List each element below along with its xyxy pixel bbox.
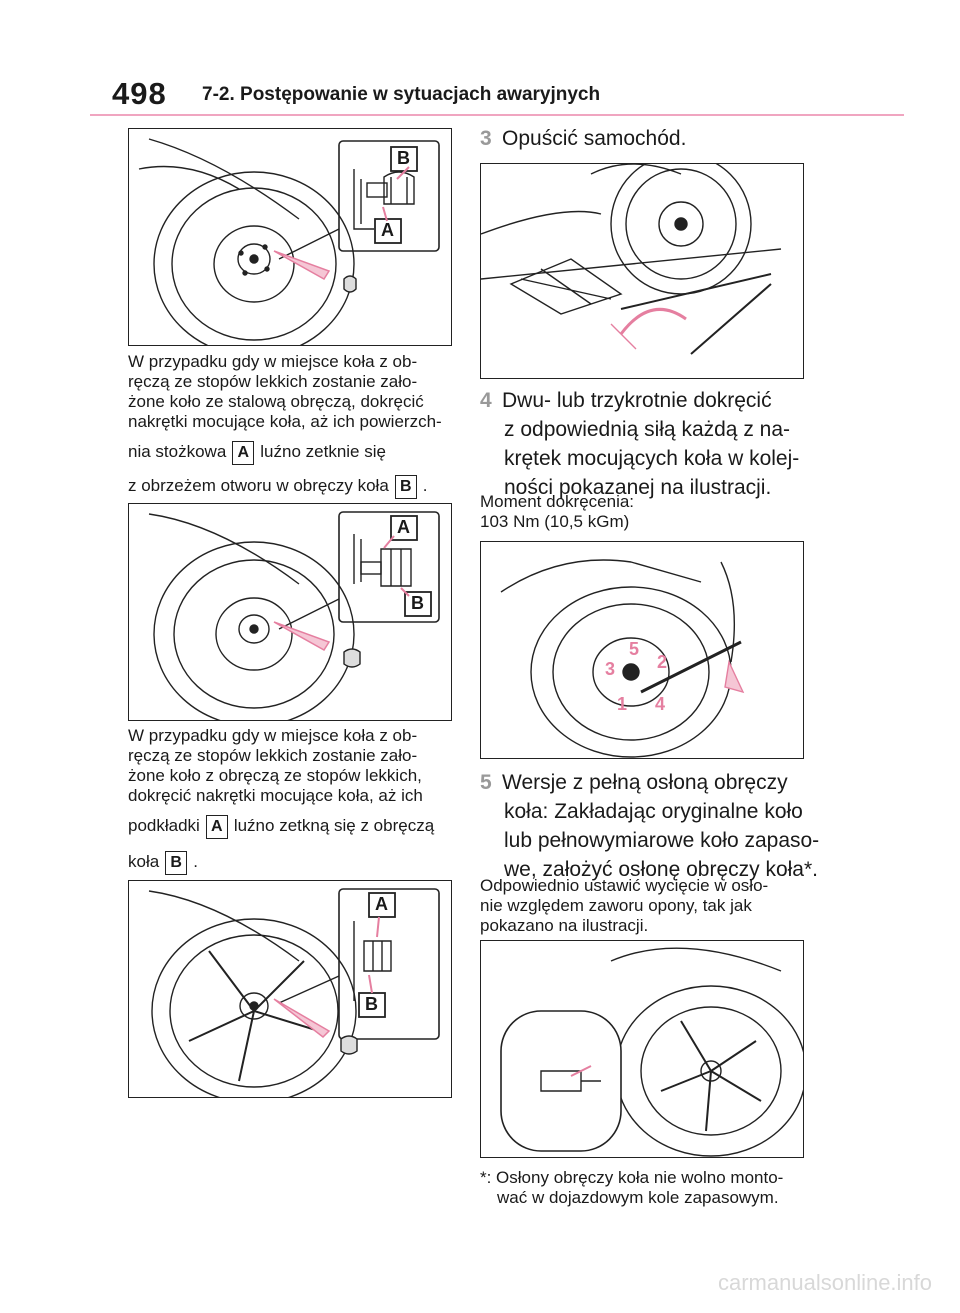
note-line3: pokazano na ilustracji. [480, 916, 649, 935]
key-b: B [165, 850, 188, 875]
figure-lower-vehicle [480, 163, 804, 379]
para2-line3: żone koło z obręczą ze stopów lekkich, [128, 766, 422, 785]
step-4-number: 4 [480, 389, 492, 412]
order-label-1: 1 [617, 694, 628, 714]
para2-line2: ręczą ze stopów lekkich zostanie zało- [128, 746, 418, 765]
order-label-4: 4 [655, 694, 666, 714]
step-3-number: 3 [480, 127, 492, 150]
figure-wheel-cover [480, 940, 804, 1158]
order-label-5: 5 [629, 639, 640, 659]
step-5-line4: we, założyć osłonę obręczy koła*. [504, 858, 818, 881]
figure-alloy-nut: A B [128, 503, 452, 721]
para1-line3: żone koło ze stalową obręczą, dokręcić [128, 392, 424, 411]
footnote: *: Osłony obręczy koła nie wolno monto- … [480, 1168, 783, 1208]
key-a: A [205, 814, 228, 839]
para1-line6b: . [422, 476, 428, 495]
figure-alloy-wheel-nut: A B [128, 880, 452, 1098]
para1-line4: nakrętki mocujące koła, aż ich powierzch… [128, 412, 442, 431]
section-title: 7-2. Postępowanie w sytuacjach awaryjnyc… [202, 84, 601, 105]
order-label-3: 3 [605, 659, 616, 679]
step-5-line1: Wersje z pełną osłoną obręczy [502, 771, 788, 794]
para2-line4: dokręcić nakrętki mocujące koła, aż ich [128, 786, 423, 805]
fig1-label-a: A [381, 220, 394, 240]
step-5-line2: koła: Zakładając oryginalne koło [504, 800, 803, 823]
step-4-line4: ności pokazanej na ilustracji. [504, 476, 772, 499]
step-5-line3: lub pełnowymiarowe koło zapaso- [504, 829, 820, 852]
key-b: B [394, 474, 417, 499]
step-3: 3 Opuścić samochód. [480, 124, 686, 153]
step-4-line1: Dwu- lub trzykrotnie dokręcić [502, 389, 772, 412]
figure-steel-wheel-nut: B A [128, 128, 452, 346]
figure-tightening-order: 5 3 2 1 4 [480, 541, 804, 759]
torque-value: 103 Nm (10,5 kGm) [480, 512, 630, 531]
para2-line6b: . [193, 852, 198, 871]
key-a: A [232, 440, 255, 465]
watermark: carmanualsonline.info [718, 1270, 933, 1295]
para2-line5a: podkładki [128, 816, 200, 835]
para1-line5a: nia stożkowa [128, 442, 227, 461]
note-line1: Odpowiednio ustawić wycięcie w osło- [480, 876, 769, 895]
step-4-line2: z odpowiednią siłą każdą z na- [504, 418, 791, 441]
para1-line5b: luźno zetknie się [260, 442, 386, 461]
step-5: 5 Wersje z pełną osłoną obręczy koła: Zak… [480, 768, 820, 884]
fig1-label-b: B [397, 148, 410, 168]
para2-line6a: koła [128, 852, 160, 871]
para2-line1: W przypadku gdy w miejsce koła z ob- [128, 726, 418, 745]
footnote-line1: *: Osłony obręczy koła nie wolno monto- [480, 1168, 784, 1187]
valve-note: Odpowiednio ustawić wycięcie w osło- nie… [480, 876, 768, 936]
fig3-label-b: B [365, 994, 378, 1014]
footnote-line2: wać w dojazdowym kole zapasowym. [497, 1188, 779, 1207]
paragraph-steel-wheel: W przypadku gdy w miejsce koła z ob- ręc… [128, 352, 458, 500]
page-number: 498 [112, 76, 167, 111]
note-line2: nie względem zaworu opony, tak jak [480, 896, 752, 915]
para1-line1: W przypadku gdy w miejsce koła z ob- [128, 352, 418, 371]
para1-line2: ręczą ze stopów lekkich zostanie zało- [128, 372, 418, 391]
fig2-label-b: B [411, 593, 424, 613]
para2-line5b: luźno zetkną się z obręczą [233, 816, 435, 835]
step-5-number: 5 [480, 771, 492, 794]
header-rule [90, 114, 904, 116]
step-3-text: Opuścić samochód. [502, 127, 687, 150]
paragraph-alloy-wheel: W przypadku gdy w miejsce koła z ob- ręc… [128, 726, 458, 876]
torque-spec: Moment dokręcenia: 103 Nm (10,5 kGm) [480, 492, 634, 532]
fig2-label-a: A [397, 517, 410, 537]
torque-label: Moment dokręcenia: [480, 492, 635, 511]
step-4: 4 Dwu- lub trzykrotnie dokręcić z odpowie… [480, 386, 810, 502]
para1-line6a: z obrzeżem otworu w obręczy koła [128, 476, 389, 495]
step-4-line3: krętek mocujących koła w kolej- [504, 447, 800, 470]
order-label-2: 2 [657, 652, 668, 672]
fig3-label-a: A [375, 894, 388, 914]
